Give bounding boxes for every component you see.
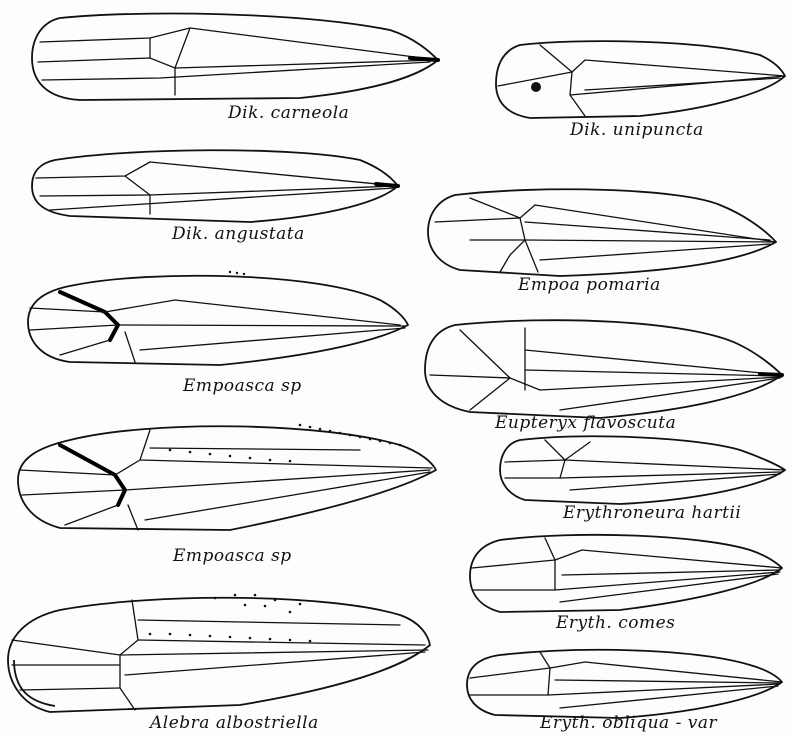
- label-dik-unipuncta: Dik. unipuncta: [570, 120, 704, 140]
- label-dik-carneola: Dik. carneola: [228, 103, 349, 123]
- label-empoa-pomaria: Empoa pomaria: [518, 275, 661, 295]
- wing-dik-carneola: [32, 14, 438, 100]
- label-eryth-comes: Eryth. comes: [556, 613, 675, 633]
- label-empoasca-sp-1: Empoasca sp: [183, 376, 302, 396]
- wing-empoasca-sp-2: [18, 424, 436, 530]
- wing-dik-angustata: [32, 150, 398, 222]
- wing-eryth-obliqua-var: [467, 650, 782, 718]
- wing-dik-unipuncta: [496, 41, 785, 118]
- label-empoasca-sp-2: Empoasca sp: [173, 546, 292, 566]
- wing-erythroneura-hartii: [500, 436, 785, 504]
- label-eupteryx-flavoscuta: Eupteryx flavoscuta: [495, 413, 676, 433]
- label-eryth-obliqua-var: Eryth. obliqua - var: [540, 713, 717, 733]
- spot-row: [149, 594, 312, 643]
- wing-eupteryx-flavoscuta: [425, 320, 782, 418]
- wing-eryth-comes: [470, 535, 782, 612]
- wing-alebra-albostriella: [8, 594, 430, 712]
- spot-row: [169, 424, 402, 463]
- wing-empoasca-sp-1: [28, 271, 408, 365]
- label-erythroneura-hartii: Erythroneura hartii: [563, 503, 741, 523]
- wing-empoa-pomaria: [428, 189, 776, 276]
- label-dik-angustata: Dik. angustata: [172, 224, 305, 244]
- label-alebra-albostriella: Alebra albostriella: [150, 713, 319, 733]
